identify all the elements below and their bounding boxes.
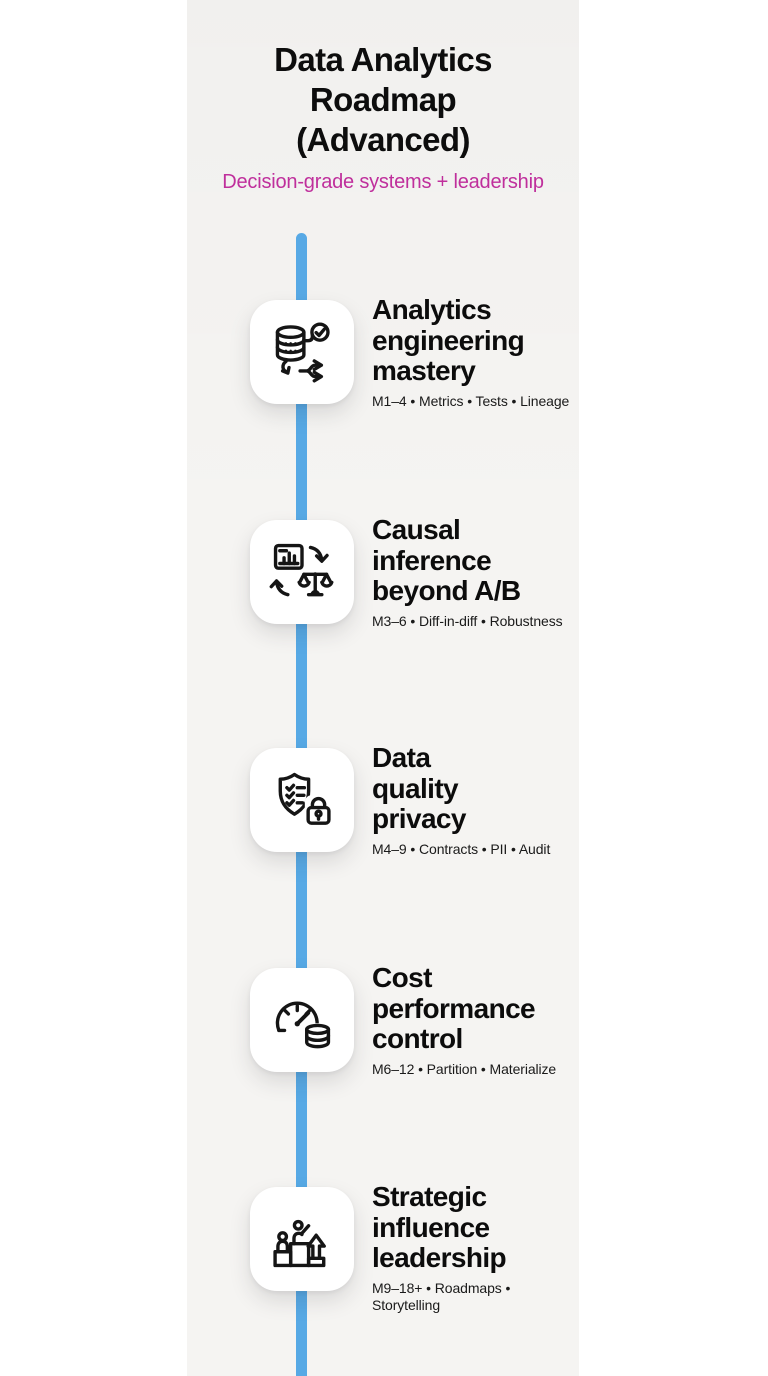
- icon-card: [250, 520, 354, 624]
- item-title: Strategic influence leadership: [372, 1181, 579, 1274]
- item-title-line: influence: [372, 1211, 490, 1243]
- roadmap-item-analytics-engineering: Analytics engineering mastery M1–4 • Met…: [187, 294, 579, 420]
- roadmap-item-strategic-influence: Strategic influence leadership M9–18+ • …: [187, 1181, 579, 1313]
- page-title-line: (Advanced): [296, 121, 470, 158]
- page-title-line: Roadmap: [309, 81, 457, 118]
- item-title-line: mastery: [372, 355, 476, 386]
- item-text: Data quality privacy M4–9 • Contracts • …: [372, 742, 579, 858]
- item-meta: M1–4 • Metrics • Tests • Lineage: [372, 392, 570, 409]
- item-meta: M3–6 • Diff-in-diff • Robustness: [372, 612, 563, 629]
- item-title: Analytics engineering mastery: [372, 294, 579, 387]
- database-branch-check-icon: [275, 322, 330, 383]
- item-title-line: Strategic: [372, 1181, 487, 1212]
- item-title-line: privacy: [372, 803, 466, 834]
- icon-card: [250, 300, 354, 404]
- podium-growth-icon: [273, 1219, 326, 1268]
- item-title: Data quality privacy: [372, 742, 579, 835]
- item-title-line: Analytics: [372, 294, 492, 325]
- item-title-line: inference: [372, 544, 492, 576]
- item-title-line: leadership: [372, 1242, 507, 1273]
- item-title: Causal inference beyond A/B: [372, 514, 579, 607]
- roadmap-item-causal-inference: Causal inference beyond A/B M3–6 • Diff-…: [187, 514, 579, 640]
- icon-card: [250, 1187, 354, 1291]
- roadmap-item-data-quality-privacy: Data quality privacy M4–9 • Contracts • …: [187, 742, 579, 868]
- icon-card: [250, 748, 354, 852]
- item-title-line: Cost: [372, 962, 432, 993]
- item-title-line: control: [372, 1023, 463, 1054]
- item-text: Strategic influence leadership M9–18+ • …: [372, 1181, 579, 1314]
- page-subtitle: Decision-grade systems + leadership: [222, 171, 544, 193]
- item-title: Cost performance control: [372, 962, 579, 1055]
- item-title-line: performance: [372, 992, 536, 1024]
- item-title-line: engineering: [372, 324, 525, 356]
- shield-checklist-lock-icon: [278, 772, 332, 826]
- item-title-line: Causal: [372, 514, 461, 545]
- item-meta: M6–12 • Partition • Materialize: [372, 1060, 557, 1077]
- item-title-line: Data: [372, 742, 431, 773]
- icon-card: [250, 968, 354, 1072]
- item-text: Analytics engineering mastery M1–4 • Met…: [372, 294, 579, 410]
- item-meta: M9–18+ • Roadmaps • Storytelling: [372, 1279, 511, 1313]
- page-title-line: Data Analytics: [274, 41, 492, 78]
- item-title-line: beyond A/B: [372, 575, 521, 606]
- item-title-line: quality: [372, 772, 459, 804]
- header: Data Analytics Roadmap (Advanced) Decisi…: [187, 40, 579, 194]
- item-text: Causal inference beyond A/B M3–6 • Diff-…: [372, 514, 579, 630]
- item-text: Cost performance control M6–12 • Partiti…: [372, 962, 579, 1078]
- roadmap-panel: Data Analytics Roadmap (Advanced) Decisi…: [187, 0, 579, 1376]
- item-meta: M4–9 • Contracts • PII • Audit: [372, 840, 551, 857]
- roadmap-item-cost-performance: Cost performance control M6–12 • Partiti…: [187, 962, 579, 1088]
- chart-scales-cycle-icon: [269, 543, 334, 597]
- gauge-database-icon: [275, 1001, 332, 1050]
